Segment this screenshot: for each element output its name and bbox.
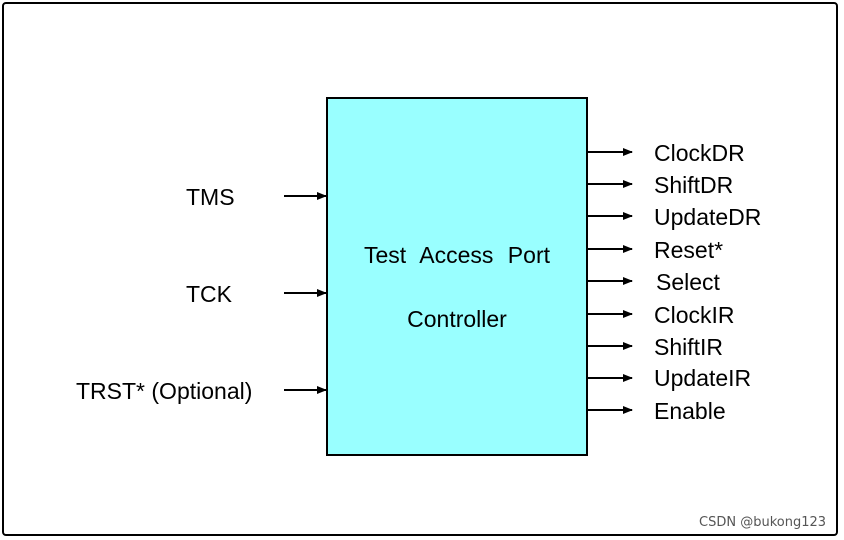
output-arrows (588, 148, 633, 414)
output-label-updateir: UpdateIR (654, 365, 752, 391)
watermark: CSDN @bukong123 (699, 515, 827, 530)
block-title-line2: Controller (407, 306, 507, 332)
output-label-shiftdr: ShiftDR (654, 172, 734, 198)
input-label-tms: TMS (186, 184, 235, 210)
output-label-shiftir: ShiftIR (654, 334, 724, 360)
tap-controller-block: Test Access Port Controller (326, 97, 588, 456)
output-label-reset: Reset* (654, 237, 724, 263)
output-label-enable: Enable (654, 398, 726, 424)
input-label-trst: TRST* (Optional) (76, 378, 253, 404)
input-label-tck: TCK (186, 281, 232, 307)
output-label-select: Select (656, 269, 720, 295)
output-label-clockir: ClockIR (654, 302, 735, 328)
input-arrows (284, 192, 327, 394)
output-label-clockdr: ClockDR (654, 140, 745, 166)
block-title-line1: Test Access Port (363, 242, 550, 268)
output-label-updatedr: UpdateDR (654, 204, 762, 230)
diagram-frame (2, 2, 838, 536)
